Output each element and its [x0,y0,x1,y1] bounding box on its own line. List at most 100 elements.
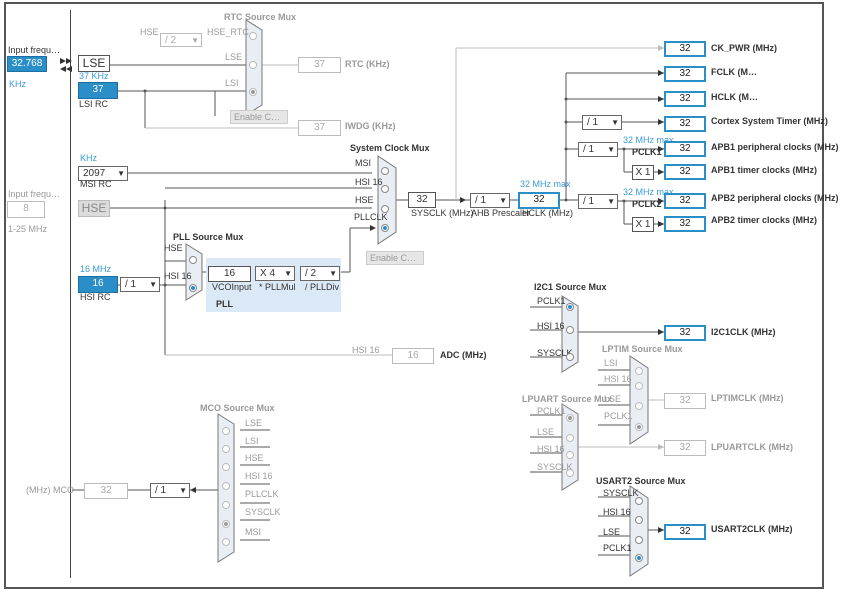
system-clock-mux-title: System Clock Mux [350,143,430,153]
mco-hsi-label: HSI 16 [245,471,273,481]
adc-hsi-label: HSI 16 [352,345,380,355]
mco-divider-select[interactable]: / 1▼ [150,483,190,498]
mco-radio-pllclk[interactable] [222,501,230,509]
lpuart-radio-lse[interactable] [566,434,574,442]
rtc-radio-lse[interactable] [249,61,257,69]
hsi-rc-label: HSI RC [80,292,111,302]
apb2-peripheral-label: APB2 peripheral clocks (MHz) [711,193,839,203]
pll-radio-hse[interactable] [189,256,197,264]
usart2-radio-lse[interactable] [635,536,643,544]
usart2-radio-hsi[interactable] [635,516,643,524]
cortex-timer-value: 32 [664,116,706,132]
mco-radio-sysclk[interactable] [222,520,230,528]
sysclk-radio-msi[interactable] [381,167,389,175]
lpuart-pclk1-label: PCLK1 [537,406,566,416]
usart2clk-label: USART2CLK (MHz) [711,524,793,534]
mco-radio-lse[interactable] [222,427,230,435]
hclk-label: HCLK (MHz) [522,208,573,218]
pll-radio-hsi[interactable] [189,284,197,292]
i2c1-pclk1-label: PCLK1 [537,296,566,306]
apb2-timer-value: 32 [664,216,706,232]
ck-pwr-label: CK_PWR (MHz) [711,43,777,53]
hsi-divider-select[interactable]: / 1▼ [120,277,160,292]
apb1-timer-multiplier: X 1 [632,165,654,180]
sysclk-radio-hse[interactable] [381,205,389,213]
i2c1-radio-hsi[interactable] [566,326,574,334]
mco-radio-hsi[interactable] [222,482,230,490]
lptim-radio-lsi[interactable] [635,367,643,375]
mco-msi-label: MSI [245,527,262,537]
chevron-down-icon: ▼ [329,269,337,278]
sysclk-radio-hsi[interactable] [381,185,389,193]
pll-mul-value: X 4 [260,268,276,279]
rtc-enable-css-button[interactable]: Enable C… [230,110,288,124]
msi-range-select[interactable]: 2097 ▼ [78,166,128,181]
chevron-down-icon: ▼ [149,280,157,289]
msi-unit: KHz [80,153,98,163]
rtc-mux-title: RTC Source Mux [224,12,297,22]
chevron-down-icon: ▼ [611,118,619,127]
pll-mux-title: PLL Source Mux [173,232,244,242]
chevron-down-icon: ▼ [499,196,507,205]
lpuartclk-label: LPUARTCLK (MHz) [711,442,793,452]
sysclk-radio-pllclk[interactable] [381,224,389,232]
lse-oscillator[interactable]: LSE [78,55,110,72]
msi-range-value: 2097 [83,168,106,179]
hse-oscillator[interactable]: HSE [78,200,110,217]
fclk-label: FCLK (M… [711,67,757,77]
apb2-max-label: 32 MHz max [623,187,674,197]
lptim-radio-pclk1[interactable] [635,423,643,431]
pll-div-value: / 2 [305,268,317,279]
usart2-mux-title: USART2 Source Mux [596,476,686,486]
rtc-radio-lsi[interactable] [249,88,257,96]
rtc-hse-divider-select[interactable]: / 2▼ [160,33,202,47]
i2c1clk-label: I2C1CLK (MHz) [711,327,776,337]
mco-lsi-label: LSI [245,436,259,446]
lpuart-radio-sysclk[interactable] [566,469,574,477]
usart2-radio-pclk1[interactable] [635,554,643,562]
lptim-radio-hsi[interactable] [635,382,643,390]
rtc-lsi-label: LSI [225,78,239,88]
pll-mul-label: * PLLMul [259,282,296,292]
adc-output-label: ADC (MHz) [440,350,487,360]
ahb-prescaler-select[interactable]: / 1▼ [470,193,510,208]
lptim-lse-label: LSE [604,394,622,404]
sysclk-enable-css-button[interactable]: Enable C… [366,251,424,265]
hsi-value[interactable]: 16 [78,276,118,293]
chevron-down-icon: ▼ [191,36,199,45]
sysclk-value: 32 [408,192,436,208]
usart2-radio-sysclk[interactable] [635,497,643,505]
mco-radio-msi[interactable] [222,538,230,546]
msi-rc-label: MSI RC [80,179,112,189]
hse-frequency-input[interactable]: 8 [7,201,45,218]
lptim-radio-lse[interactable] [635,402,643,410]
rtc-hse-rtc-label: HSE_RTC [207,27,249,37]
chevron-down-icon: ▼ [179,486,187,495]
mco-radio-hse[interactable] [222,463,230,471]
cortex-timer-divider-select[interactable]: / 1▼ [582,115,622,130]
pll-name: PLL [216,299,233,309]
rtc-radio-hse[interactable] [249,32,257,40]
apb2-prescaler-select[interactable]: / 1▼ [578,194,618,209]
apb1-prescaler-select[interactable]: / 1▼ [578,142,618,157]
i2c1-mux-title: I2C1 Source Mux [534,282,607,292]
rtc-hse-label: HSE [140,27,159,37]
mco-radio-lsi[interactable] [222,445,230,453]
hclk-input[interactable]: 32 [518,192,560,209]
lpuart-hsi-label: HSI 16 [537,444,565,454]
sysclk-label: SYSCLK (MHz) [411,208,474,218]
lse-frequency-input[interactable]: 32.768 [7,56,47,72]
mco-pllclk-label: PLLCLK [245,489,279,499]
i2c1-radio-pclk1[interactable] [566,303,574,311]
sysclk-pllclk-label: PLLCLK [354,212,388,222]
apb2-prescaler-value: / 1 [583,196,595,207]
chevron-down-icon: ▼ [117,169,125,178]
i2c1-radio-sysclk[interactable] [566,353,574,361]
lpuart-radio-hsi[interactable] [566,451,574,459]
pll-div-select[interactable]: / 2 ▼ [300,266,340,281]
lpuart-radio-pclk1[interactable] [566,414,574,422]
pll-mul-select[interactable]: X 4▼ [255,266,295,281]
lsi-value[interactable]: 37 [78,82,118,99]
adc-frequency-value: 16 [392,348,434,364]
rtc-lse-label: LSE [225,52,243,62]
